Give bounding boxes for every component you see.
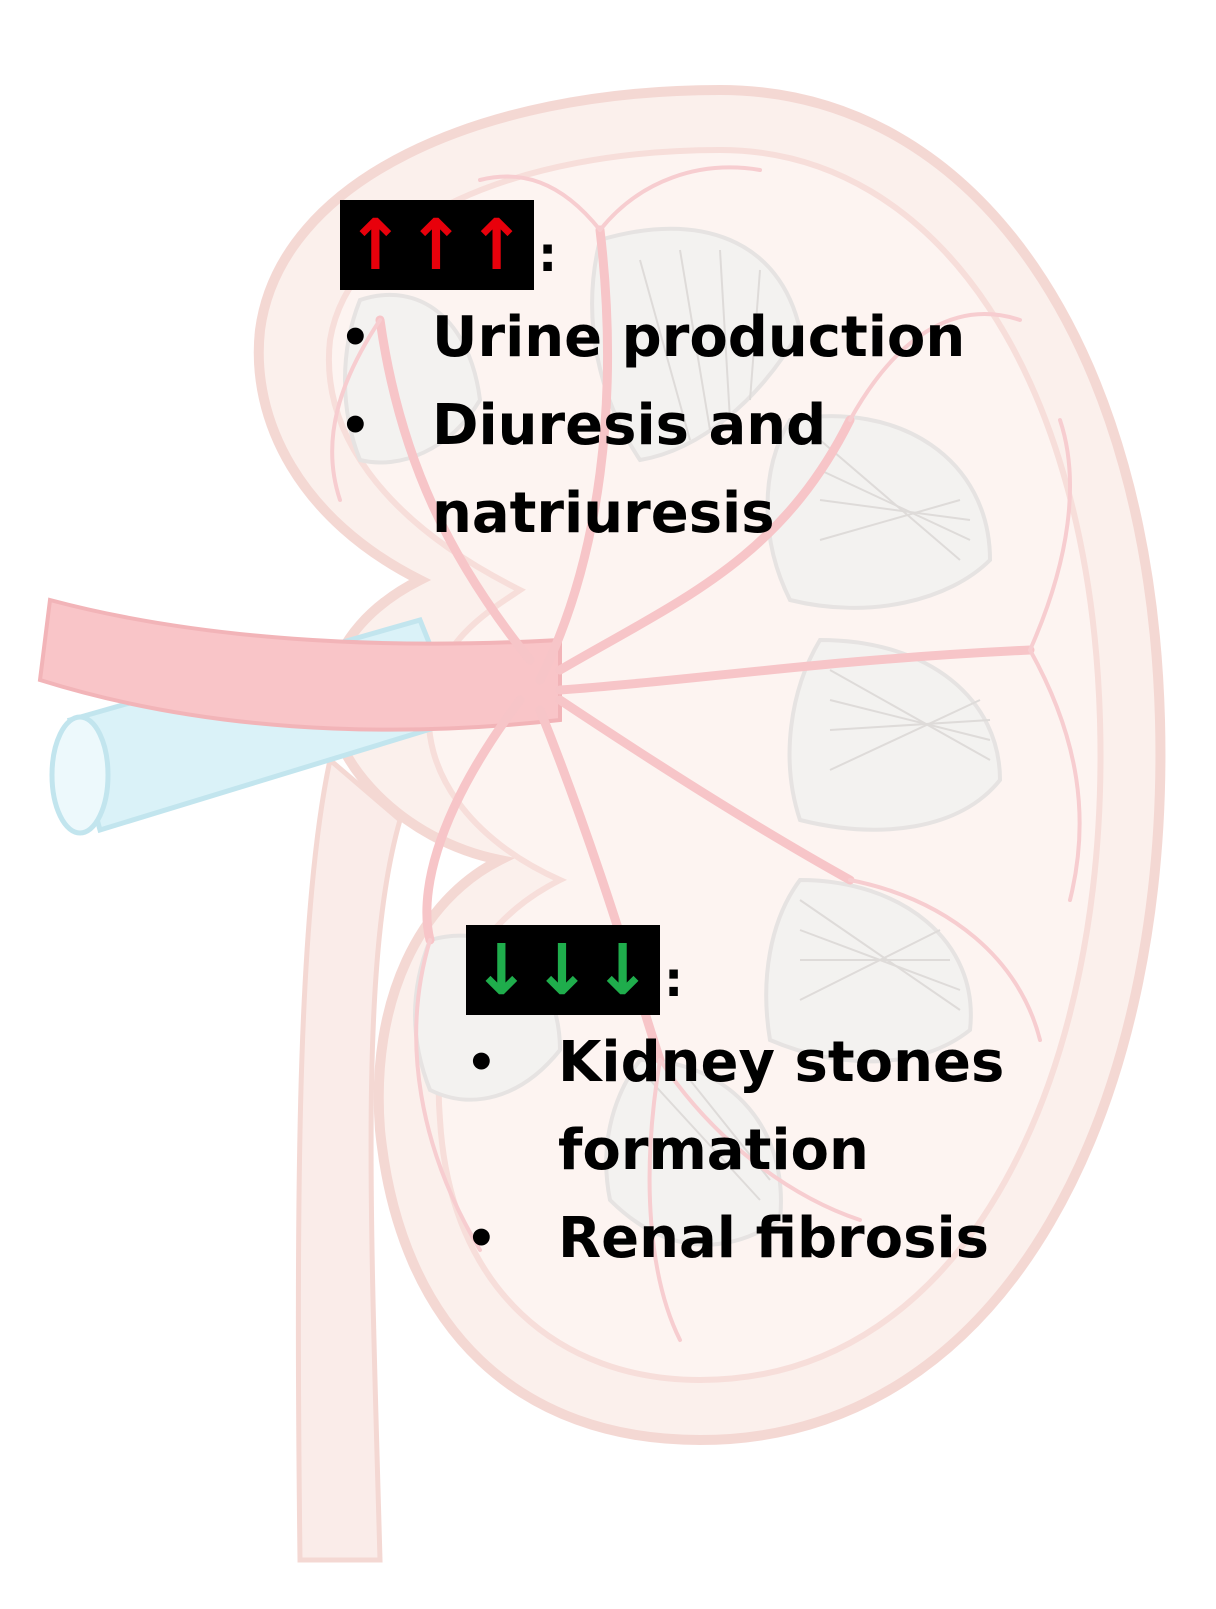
item-line: Renal fibrosis — [558, 1206, 989, 1271]
item-line: formation — [558, 1118, 869, 1183]
decrease-colon: : — [663, 952, 684, 1008]
pyramid-striations — [639, 249, 991, 1201]
item-line: Diuresis and — [432, 393, 827, 458]
list-item: • Kidney stones formation — [466, 1019, 1106, 1195]
ureter — [295, 755, 403, 1563]
item-line: Kidney stones — [558, 1030, 1005, 1095]
increase-block: ↑↑↑ : • Urine production • Diuresis and … — [340, 200, 980, 558]
decrease-list: • Kidney stones formation • Renal fibros… — [466, 1019, 1106, 1283]
up-arrows-icon: ↑↑↑ — [340, 200, 534, 290]
renal-artery — [37, 597, 562, 732]
kidney-capsule — [253, 84, 1166, 1446]
kidney-cortex — [326, 146, 1104, 1384]
bullet: • — [466, 1211, 497, 1267]
list-item: • Renal fibrosis — [466, 1195, 1106, 1283]
list-item: • Diuresis and natriuresis — [340, 382, 980, 558]
medullary-pyramids — [343, 226, 1003, 1247]
arterial-twigs — [330, 165, 1082, 1342]
increase-colon: : — [537, 227, 558, 283]
bullet: • — [466, 1035, 497, 1091]
increase-header: ↑↑↑ : — [340, 200, 980, 290]
bullet: • — [340, 398, 371, 454]
decrease-header: ↓↓↓ : — [466, 925, 1106, 1015]
item-line: Urine production — [432, 305, 966, 370]
decrease-block: ↓↓↓ : • Kidney stones formation • Renal … — [466, 925, 1106, 1283]
list-item: • Urine production — [340, 294, 980, 382]
down-arrows-icon: ↓↓↓ — [466, 925, 660, 1015]
vein-opening — [49, 714, 111, 836]
increase-list: • Urine production • Diuresis and natriu… — [340, 294, 980, 558]
item-line: natriuresis — [432, 481, 775, 546]
bullet: • — [340, 310, 371, 366]
arterial-branches — [375, 225, 1035, 1065]
renal-vein — [66, 616, 464, 834]
